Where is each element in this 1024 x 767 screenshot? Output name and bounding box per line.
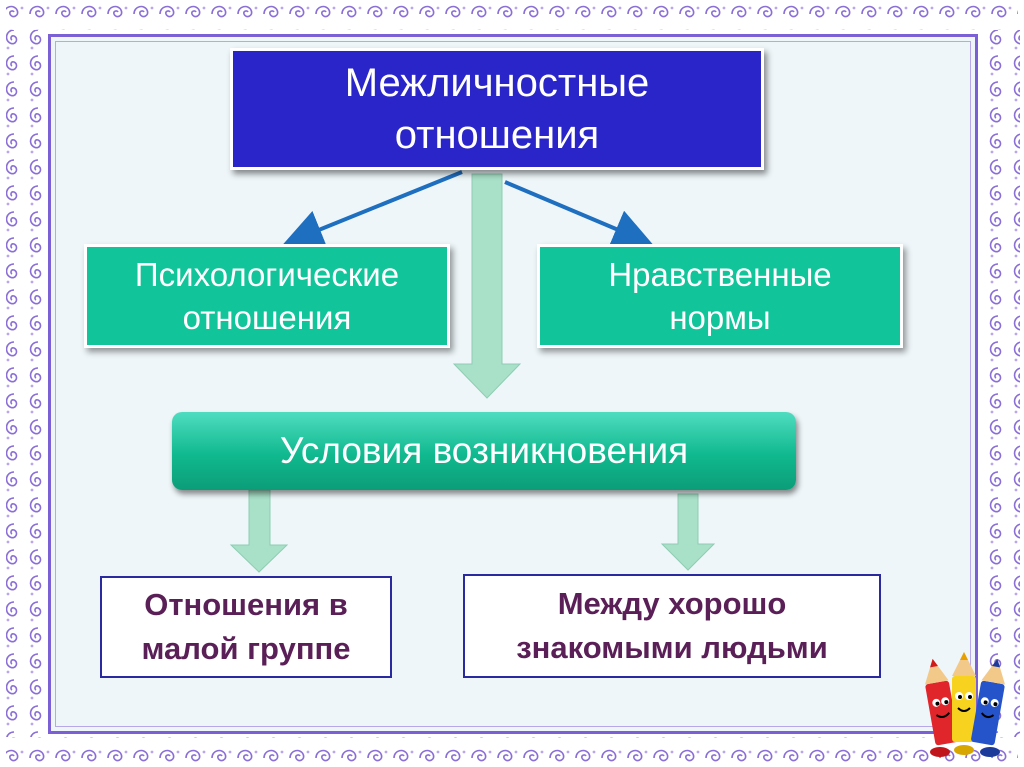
conditions-box: Условия возникновения — [172, 412, 796, 490]
title-line-1: Межличностные — [344, 61, 650, 105]
bottom-left-line-2: малой группе — [141, 631, 351, 666]
arrow-to-center — [452, 173, 522, 399]
bottom-right-line-1: Между хорошо — [557, 586, 787, 621]
title-box: Межличностные отношения — [230, 48, 764, 170]
arrow-to-bottom-left — [229, 489, 289, 573]
pencils-mascot-icon — [924, 652, 1006, 757]
small-group-box: Отношения в малой группе — [100, 576, 392, 678]
moral-norms-box: Нравственные нормы — [537, 244, 903, 348]
acquaintances-box: Между хорошо знакомыми людьми — [463, 574, 881, 678]
right-branch-line-2: нормы — [669, 299, 771, 336]
title-line-2: отношения — [394, 113, 600, 157]
bottom-left-line-1: Отношения в — [144, 587, 348, 622]
bottom-right-line-2: знакомыми людьми — [516, 630, 828, 665]
psychological-relations-box: Психологические отношения — [84, 244, 450, 348]
arrow-to-bottom-right — [660, 493, 716, 571]
arrow-to-left-branch — [282, 170, 463, 249]
arrow-to-right-branch — [504, 180, 654, 248]
conditions-label: Условия возникновения — [279, 430, 689, 471]
left-branch-line-2: отношения — [182, 299, 352, 336]
right-branch-line-1: Нравственные — [608, 256, 832, 293]
left-branch-line-1: Психологические — [134, 256, 400, 293]
